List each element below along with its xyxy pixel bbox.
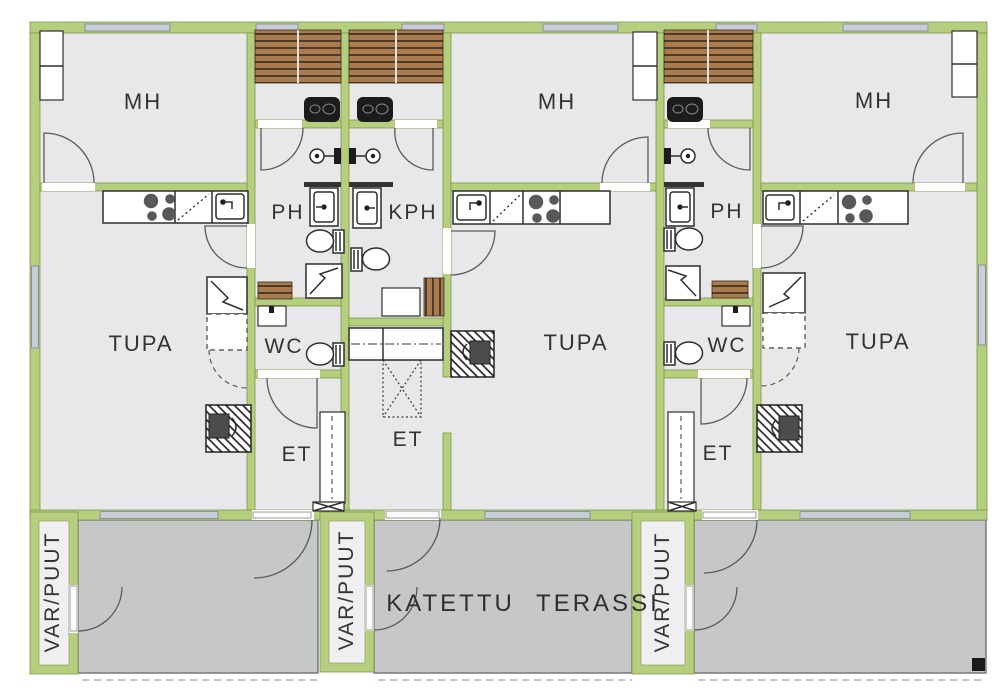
terrace-post bbox=[972, 658, 985, 671]
wc-sink-icons bbox=[257, 305, 751, 327]
fireplace-icons bbox=[205, 330, 803, 453]
sauna-benches bbox=[254, 29, 754, 317]
closets bbox=[39, 30, 978, 101]
door-openings bbox=[42, 120, 965, 633]
label-toilet-1: WC bbox=[264, 335, 304, 358]
label-living-room-3: TUPA bbox=[845, 329, 911, 354]
label-toilet-3: WC bbox=[707, 334, 747, 357]
label-living-room-2: TUPA bbox=[543, 330, 609, 355]
label-storage-1: VAR/PUUT bbox=[41, 531, 64, 653]
entry-fixtures bbox=[312, 327, 697, 512]
windows bbox=[31, 23, 986, 519]
building-floor bbox=[40, 33, 977, 510]
label-bedroom-1: MH bbox=[123, 89, 163, 114]
label-washroom-3: PH bbox=[710, 200, 744, 223]
door-swing-arcs bbox=[43, 127, 964, 632]
terraces bbox=[77, 519, 987, 681]
bathroom-sink-icons bbox=[304, 182, 704, 229]
sauna-stove-icons bbox=[304, 97, 703, 122]
label-washroom-1: PH bbox=[271, 201, 305, 224]
label-covered-terrace: KATETTU TERASSI bbox=[386, 590, 660, 617]
label-storage-2: VAR/PUUT bbox=[335, 529, 358, 651]
label-entry-1: ET bbox=[281, 443, 313, 466]
label-bedroom-3: MH bbox=[854, 88, 894, 113]
kitchen-counters bbox=[102, 190, 909, 225]
shower-icons bbox=[309, 148, 696, 164]
label-bedroom-2: MH bbox=[537, 89, 577, 114]
label-entry-3: ET bbox=[702, 442, 734, 465]
wardrobe-icons bbox=[206, 263, 806, 389]
storage-rooms bbox=[29, 511, 695, 675]
toilet-icons bbox=[305, 227, 704, 367]
label-entry-2: ET bbox=[392, 428, 424, 451]
label-living-room-1: TUPA bbox=[108, 331, 174, 356]
label-bathroom: KPH bbox=[388, 201, 438, 224]
